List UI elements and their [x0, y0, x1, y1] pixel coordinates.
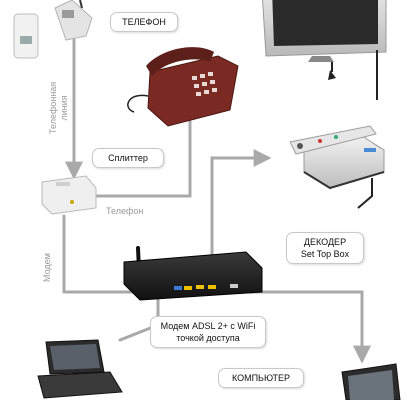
modem-link-label: Модем [42, 253, 52, 282]
decoder-label: ДЕКОДЕР Set Top Box [286, 232, 364, 264]
line-router-to-decoder [210, 149, 272, 260]
telephone-label: ТЕЛЕФОН [110, 12, 178, 32]
wifi-router-icon [123, 246, 263, 301]
splitter-label: Сплиттер [92, 148, 164, 168]
flat-tv-icon [262, 0, 387, 80]
line-router-to-pc [260, 290, 371, 364]
computer-label: КОМПЬЮТЕР [218, 368, 304, 388]
modem-label: Модем ADSL 2+ с WiFi точкой доступа [150, 316, 266, 348]
monitor-icon [341, 363, 401, 400]
remote-control-icon [289, 125, 377, 155]
wall-socket-icon [13, 0, 93, 59]
splitter-icon [41, 175, 97, 215]
set-top-box-icon [303, 135, 385, 190]
phone-link-label: Телефон [106, 206, 144, 216]
desk-phone-icon [127, 47, 239, 127]
phone-line-label: Телефонная линия [48, 81, 69, 134]
stb-cable [357, 178, 373, 209]
laptop-icon [37, 339, 123, 399]
